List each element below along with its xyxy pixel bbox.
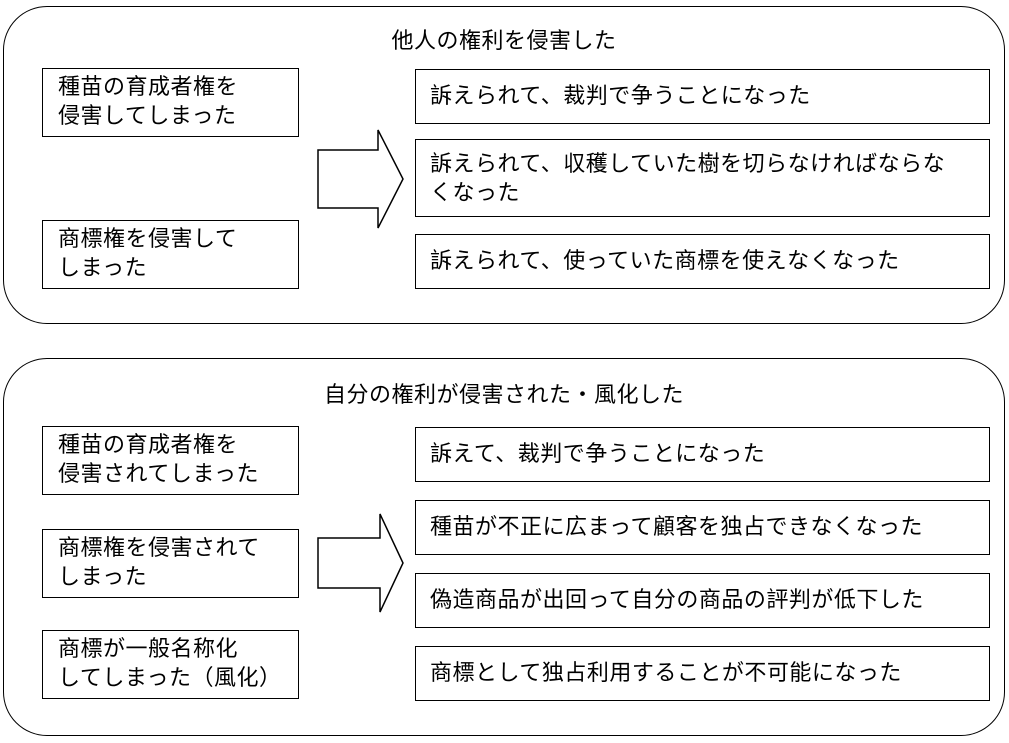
consequence-box: 商標として独占利用することが不可能になった <box>415 646 990 701</box>
consequence-line: 訴えられて、使っていた商標を使えなくなった <box>430 249 900 274</box>
cause-line: 種苗の育成者権を <box>58 75 239 100</box>
consequence-box: 訴えられて、使っていた商標を使えなくなった <box>415 234 990 289</box>
right-arrow-icon <box>317 129 404 229</box>
cause-line: しまった <box>58 565 148 590</box>
cause-line: 商標権を侵害して <box>58 227 238 252</box>
consequence-line: 偽造商品が出回って自分の商品の評判が低下した <box>430 588 924 613</box>
cause-line: 商標が一般名称化 <box>58 637 239 662</box>
consequence-box: 偽造商品が出回って自分の商品の評判が低下した <box>415 573 990 628</box>
consequence-line: 訴えられて、裁判で争うことになった <box>430 84 811 109</box>
consequence-line: 商標として独占利用することが不可能になった <box>430 661 902 686</box>
cause-box: 商標権を侵害されて しまった <box>42 529 299 598</box>
cause-box: 商標権を侵害して しまった <box>42 220 299 289</box>
cause-line: 侵害してしまった <box>58 104 237 129</box>
consequence-line: くなった <box>430 181 521 206</box>
cause-line: 侵害されてしまった <box>58 462 259 487</box>
consequence-line: 種苗が不正に広まって顧客を独占できなくなった <box>430 515 924 540</box>
section-title: 他人の権利を侵害した <box>391 29 617 54</box>
cause-line: しまった <box>58 256 148 281</box>
right-arrow-icon <box>317 513 404 613</box>
consequence-box: 訴えて、裁判で争うことになった <box>415 427 990 482</box>
cause-line: 種苗の育成者権を <box>58 433 239 458</box>
consequence-box: 種苗が不正に広まって顧客を独占できなくなった <box>415 500 990 555</box>
cause-box: 種苗の育成者権を 侵害してしまった <box>42 68 299 137</box>
cause-line: 商標権を侵害されて <box>58 536 260 561</box>
consequence-box: 訴えられて、裁判で争うことになった <box>415 69 990 124</box>
cause-box: 種苗の育成者権を 侵害されてしまった <box>42 426 299 495</box>
consequence-line: 訴えられて、収穫していた樹を切らなければならな <box>430 152 946 177</box>
consequence-line: 訴えて、裁判で争うことになった <box>430 442 766 467</box>
section-title: 自分の権利が侵害された・風化した <box>323 383 684 408</box>
consequence-box: 訴えられて、収穫していた樹を切らなければならな くなった <box>415 139 990 217</box>
cause-line: してしまった（風化） <box>58 666 282 691</box>
cause-box: 商標が一般名称化 してしまった（風化） <box>42 630 299 699</box>
